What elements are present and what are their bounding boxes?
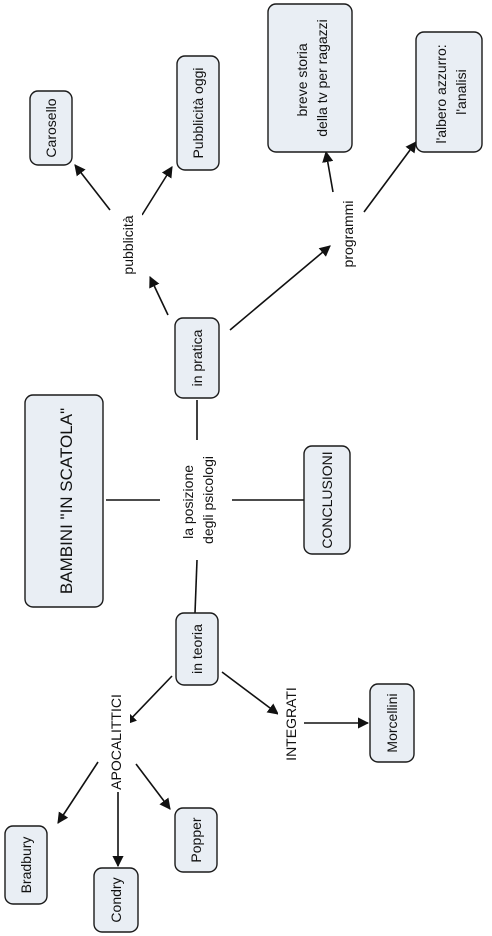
node-carosello[interactable]: Carosello (29, 90, 73, 166)
connectors (57, 141, 417, 868)
svg-text:la posizione degli psico: la posizione degli psicologi (180, 456, 216, 544)
arrow-programmi-to-breve-storia (322, 150, 334, 193)
node-in-teoria-label: in teoria (189, 624, 205, 674)
node-apocalittici[interactable]: APOCALITTICI (102, 692, 130, 792)
node-morcellini-label: Morcellini (384, 693, 400, 752)
node-programmi-label: programmi (340, 201, 356, 268)
node-title-label: BAMBINI "IN SCATOLA" (57, 408, 76, 594)
node-breve-storia[interactable]: breve storia della tv per ragazzi (267, 3, 353, 153)
arrow-in-teoria-to-integrati (221, 671, 279, 715)
arrow-apocalittici-to-bradbury (57, 761, 99, 824)
node-condry[interactable]: Condry (93, 867, 139, 933)
node-conclusioni-label: CONCLUSIONI (319, 451, 335, 548)
node-in-pratica[interactable]: in pratica (174, 317, 220, 399)
node-pubblicita-oggi[interactable]: Pubblicità oggi (176, 55, 220, 171)
node-pubblicita-label: pubblicità (120, 215, 136, 274)
node-albero-azzurro[interactable]: l'albero azzurro: l'analisi (415, 31, 483, 153)
arrow-programmi-to-albero-azzurro (363, 141, 417, 213)
node-pubblicita[interactable]: pubblicità (114, 210, 142, 280)
node-morcellini[interactable]: Morcellini (369, 683, 415, 763)
node-carosello-label: Carosello (43, 98, 59, 157)
arrow-in-pratica-to-pubblicita (149, 275, 169, 316)
node-popper-label: Popper (188, 817, 204, 862)
node-in-pratica-label: in pratica (189, 329, 205, 386)
node-popper[interactable]: Popper (174, 807, 218, 873)
node-apocalittici-label: APOCALITTICI (108, 694, 124, 790)
node-center[interactable]: la posizione degli psicologi (160, 440, 232, 560)
node-pubblicita-oggi-label: Pubblicità oggi (190, 67, 206, 158)
arrow-in-teoria-to-apocalittici (125, 675, 173, 725)
node-albero-azzurro-line-1: l'albero azzurro: (433, 44, 449, 143)
node-integrati[interactable]: INTEGRATI (278, 686, 304, 762)
arrow-apocalittici-to-popper (135, 763, 171, 810)
node-bradbury-label: Bradbury (18, 837, 34, 894)
node-bradbury[interactable]: Bradbury (4, 825, 48, 905)
node-in-teoria[interactable]: in teoria (175, 612, 219, 686)
connector-center-in-teoria (194, 559, 198, 614)
svg-text:breve storia della tv pe: breve storia della tv per ragazzi (294, 19, 330, 137)
node-programmi[interactable]: programmi (334, 196, 362, 272)
node-condry-label: Condry (108, 877, 124, 922)
node-conclusioni[interactable]: CONCLUSIONI (303, 445, 351, 555)
node-center-line-1: la posizione (180, 465, 196, 539)
svg-text:l'albero azzurro: l'anal: l'albero azzurro: l'analisi (433, 40, 469, 143)
node-center-line-2: degli psicologi (200, 456, 216, 544)
arrow-in-pratica-to-programmi (229, 245, 331, 331)
node-integrati-label: INTEGRATI (283, 687, 299, 761)
node-albero-azzurro-line-2: l'analisi (453, 69, 469, 114)
arrow-pubblicita-to-carosello (74, 164, 111, 211)
node-breve-storia-line-2: della tv per ragazzi (314, 19, 330, 137)
arrow-pubblicita-to-pubblicita-oggi (141, 166, 173, 216)
node-breve-storia-line-1: breve storia (294, 43, 310, 116)
node-title[interactable]: BAMBINI "IN SCATOLA" (24, 394, 104, 608)
